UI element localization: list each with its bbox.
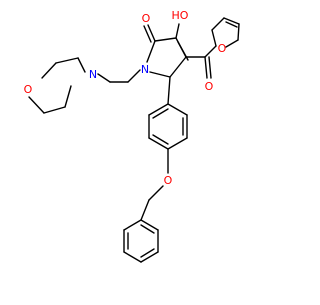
bond [149, 71, 171, 78]
molecule-structure: O N N HO O O O O [24, 9, 240, 263]
bond [140, 199, 150, 221]
bond [140, 224, 155, 234]
bond [64, 85, 72, 108]
bond [41, 62, 57, 79]
atom-label-oxygen: O [205, 80, 214, 93]
bond [152, 134, 169, 145]
bond [208, 56, 212, 79]
bond [211, 17, 225, 31]
bond [146, 40, 156, 63]
atom-label-oxygen: O [218, 42, 227, 55]
bond [43, 106, 66, 114]
bond [148, 137, 169, 150]
atom-label-hydroxyl: HO [172, 9, 189, 22]
bond [97, 73, 111, 83]
atom-label-oxygen: O [164, 174, 173, 187]
bond [154, 37, 177, 42]
bond [167, 103, 188, 116]
bond [175, 23, 180, 39]
bond [204, 45, 217, 58]
atom-label-oxygen: O [142, 12, 151, 25]
atom-label-oxygen: O [24, 83, 33, 96]
bond [167, 137, 188, 150]
atom-label-nitrogen: N [141, 63, 149, 76]
atom-label-nitrogen: N [89, 68, 97, 81]
bond [211, 29, 217, 47]
bond [147, 24, 156, 42]
bond [204, 56, 208, 79]
bond [140, 219, 159, 231]
bond [223, 17, 240, 25]
bond [148, 185, 164, 201]
bond [55, 57, 79, 64]
bond [225, 39, 239, 48]
bond [143, 25, 152, 43]
molecule-svg: O N N HO O O O O [24, 9, 240, 263]
bond [140, 248, 155, 258]
bond [123, 219, 142, 231]
bond [28, 96, 45, 114]
bond [123, 251, 142, 263]
bond [225, 21, 238, 28]
bonds [28, 17, 240, 263]
bond [127, 69, 141, 83]
bond [167, 76, 171, 105]
bond [152, 108, 169, 119]
bond [148, 103, 169, 116]
bond [169, 56, 187, 78]
bond [77, 57, 86, 73]
atom-labels: O N N HO O O O O [24, 9, 227, 187]
bond [140, 251, 159, 263]
bond [237, 23, 240, 41]
